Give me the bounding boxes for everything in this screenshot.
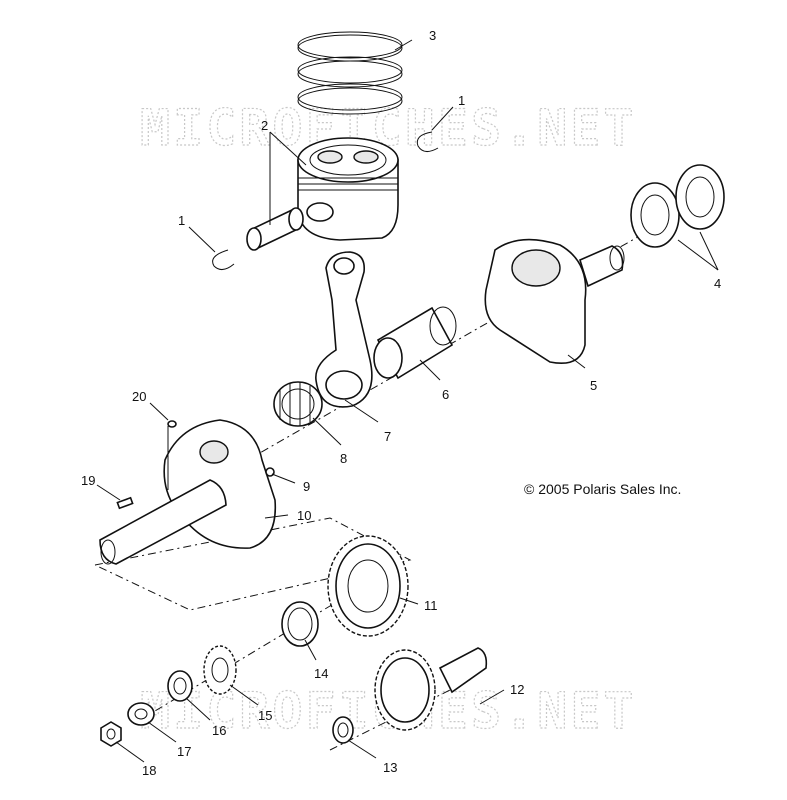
thrust-washer xyxy=(281,601,319,647)
callout-9: 9 xyxy=(303,479,310,494)
callout-1-right: 1 xyxy=(458,93,465,108)
callout-20: 20 xyxy=(132,389,146,404)
copyright-notice: © 2005 Polaris Sales Inc. xyxy=(524,481,681,497)
callout-17: 17 xyxy=(177,744,191,759)
callout-leaders xyxy=(96,39,719,763)
circlip-left xyxy=(212,249,235,270)
ball-bearings xyxy=(630,164,725,248)
callout-11: 11 xyxy=(424,598,438,613)
callout-10: 10 xyxy=(297,508,311,523)
callout-3: 3 xyxy=(429,28,436,43)
balance-shaft xyxy=(374,647,488,731)
callout-4: 4 xyxy=(714,276,721,291)
callout-14: 14 xyxy=(314,666,328,681)
crank-pin xyxy=(373,306,457,380)
crankshaft-left xyxy=(99,419,277,565)
connecting-rod xyxy=(315,251,373,408)
piston-pin xyxy=(246,207,304,251)
callout-16: 16 xyxy=(212,723,226,738)
callout-7: 7 xyxy=(384,429,391,444)
callout-12: 12 xyxy=(510,682,524,697)
piston-rings xyxy=(297,31,403,115)
callout-15: 15 xyxy=(258,708,272,723)
hex-nut xyxy=(100,721,122,747)
drive-gear xyxy=(327,535,409,637)
callout-1-left: 1 xyxy=(178,213,185,228)
spacer xyxy=(167,670,193,702)
washer-17 xyxy=(127,702,155,726)
woodruff-key-20 xyxy=(167,420,177,428)
washer-13 xyxy=(332,716,354,744)
crankshaft-right xyxy=(484,238,625,364)
circlip-right xyxy=(416,131,439,152)
woodruff-key-19 xyxy=(116,496,134,510)
callout-13: 13 xyxy=(383,760,397,775)
timing-gear xyxy=(203,645,237,695)
callout-8: 8 xyxy=(340,451,347,466)
callout-2: 2 xyxy=(261,118,268,133)
callout-6: 6 xyxy=(442,387,449,402)
callout-19: 19 xyxy=(81,473,95,488)
piston xyxy=(297,137,399,241)
callout-18: 18 xyxy=(142,763,156,778)
needle-bearing xyxy=(273,381,323,427)
callout-5: 5 xyxy=(590,378,597,393)
